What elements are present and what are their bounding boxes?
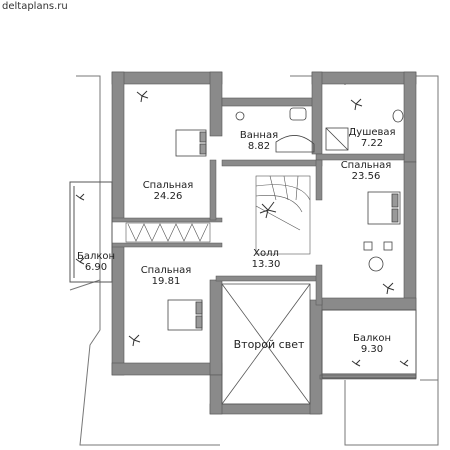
room-label-bedroom-1: Спальная 24.26	[143, 180, 194, 202]
plant-icon	[259, 201, 277, 219]
table-icon	[363, 241, 393, 272]
room-name: Холл	[253, 248, 279, 259]
left-balcony	[69, 181, 113, 283]
room-area: 24.26	[153, 191, 183, 202]
room-name: Спальная	[142, 180, 194, 191]
room-name: Спальная	[340, 160, 392, 171]
room-area: 7.22	[360, 138, 384, 149]
room-name: Балкон	[352, 333, 392, 344]
room-name: Балкон	[76, 251, 116, 262]
room-area: 6.90	[84, 262, 108, 273]
roof-outline	[69, 75, 439, 446]
double-height-void	[221, 283, 311, 405]
room-label-balcony-right: Балкон 9.30	[353, 333, 391, 355]
room-area: 13.30	[251, 259, 281, 270]
room-name: Ванная	[239, 130, 279, 141]
bed-icon	[175, 129, 207, 157]
watermark: deltaplans.ru	[2, 1, 68, 12]
room-label-bedroom-3: Спальная 19.81	[141, 265, 192, 287]
exterior-walls	[111, 71, 417, 415]
room-label-bedroom-2: Спальная 23.56	[341, 160, 392, 182]
bed-icon	[367, 191, 401, 225]
room-area: 8.82	[247, 141, 271, 152]
room-label-bathroom: Ванная 8.82	[240, 130, 278, 152]
bed-icon	[167, 299, 203, 331]
plant-icon	[75, 90, 409, 367]
room-name: Спальная	[140, 265, 192, 276]
room-name: Второй свет	[233, 338, 305, 351]
wardrobe-icon	[125, 222, 211, 243]
room-area: 9.30	[360, 344, 384, 355]
right-balcony	[321, 309, 417, 379]
room-label-shower: Душевая 7.22	[348, 127, 395, 149]
room-label-balcony-left: Балкон 6.90	[77, 251, 115, 273]
room-label-second-light: Второй свет	[234, 339, 305, 350]
room-area: 23.56	[351, 171, 381, 182]
staircase-icon	[255, 175, 311, 255]
shower-icon	[325, 109, 404, 151]
bathtub-icon	[235, 107, 315, 153]
interior-walls	[111, 153, 405, 306]
room-label-hall: Холл 13.30	[252, 248, 281, 270]
room-area: 19.81	[151, 276, 181, 287]
room-name: Душевая	[348, 127, 396, 138]
